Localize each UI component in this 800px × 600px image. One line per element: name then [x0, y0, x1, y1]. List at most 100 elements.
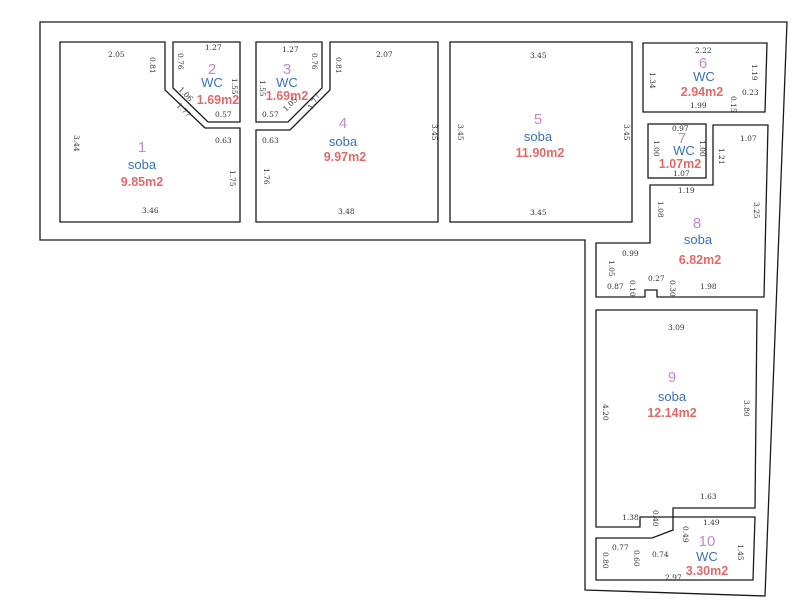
- room-1-label: 1 soba 9.85m2: [121, 139, 163, 189]
- room-2-number: 2: [208, 61, 216, 78]
- room-6-number: 6: [699, 55, 707, 72]
- dim-label: 3.45: [530, 208, 547, 217]
- dim-label: 0.57: [262, 110, 279, 119]
- room-3-outline: [255, 41, 323, 123]
- room-7-number: 7: [678, 130, 686, 147]
- dim-label: 1.00: [698, 140, 707, 157]
- room-8-area: 6.82m2: [679, 253, 721, 267]
- dim-label: 3.45: [430, 124, 439, 141]
- room-3-area: 1.69m2: [266, 89, 308, 103]
- dim-label: 1.05: [607, 260, 616, 277]
- dim-label: 1.77: [306, 92, 322, 111]
- dim-label: 1.98: [700, 282, 717, 291]
- room-8-label: 8 soba 6.82m2: [679, 215, 721, 267]
- dim-label: 3.80: [742, 400, 751, 417]
- dim-label: 0.99: [622, 249, 639, 258]
- room-4-label: 4 soba 9.97m2: [324, 115, 366, 164]
- room-2-name: WC: [201, 75, 223, 90]
- room-10-name: WC: [696, 549, 718, 564]
- dim-label: 1.19: [750, 64, 759, 81]
- room-1-area: 9.85m2: [121, 175, 163, 189]
- dim-label: 4.20: [601, 404, 610, 421]
- room-2-area: 1.69m2: [197, 93, 239, 107]
- dim-label: 0.30: [668, 280, 677, 297]
- dim-label: 0.49: [681, 526, 690, 543]
- room-7-name: WC: [673, 143, 695, 158]
- dim-label: 0.40: [651, 510, 660, 527]
- dim-label: 0.77: [612, 543, 629, 552]
- room-7-area: 1.07m2: [659, 157, 701, 171]
- dim-label: 2.07: [376, 50, 393, 59]
- room-9-name: soba: [658, 389, 687, 404]
- room-6-name: WC: [693, 69, 715, 84]
- room-9-number: 9: [668, 369, 676, 386]
- room-9-label: 9 soba 12.14m2: [647, 369, 696, 420]
- dim-label: 1.21: [717, 148, 726, 165]
- room-10-number: 10: [699, 533, 716, 550]
- room-5-number: 5: [534, 111, 542, 128]
- room-3-label: 3 WC 1.69m2: [266, 61, 308, 103]
- dim-label: 1.19: [678, 186, 695, 195]
- dim-label: 1.55: [258, 80, 267, 97]
- dim-label: 0.81: [148, 57, 157, 74]
- dim-label: 3.48: [338, 207, 355, 216]
- room-4-area: 9.97m2: [324, 150, 366, 164]
- room-7-label: 7 WC 1.07m2: [659, 130, 701, 171]
- dim-label: 0.76: [176, 53, 185, 70]
- dim-label: 3.45: [530, 51, 547, 60]
- dim-label: 1.75: [228, 170, 237, 187]
- dim-label: 0.63: [262, 136, 279, 145]
- dim-label: 3.46: [142, 206, 159, 215]
- room-6-area: 2.94m2: [681, 85, 723, 99]
- room-6-label: 6 WC 2.94m2: [681, 55, 723, 99]
- dim-label: 0.63: [215, 136, 232, 145]
- dim-label: 3.44: [72, 135, 81, 152]
- room-4-outline: [255, 41, 439, 223]
- dim-label: 1.63: [700, 492, 717, 501]
- room-4-name: soba: [329, 134, 358, 149]
- room-3-name: WC: [276, 75, 298, 90]
- room-8-name: soba: [684, 232, 713, 247]
- dim-label: 0.81: [334, 57, 343, 74]
- dim-label: 2.22: [695, 46, 712, 55]
- dim-label: 0.15: [729, 96, 738, 113]
- room-6-outline: [642, 42, 768, 113]
- dim-label: 1.27: [282, 45, 299, 54]
- dim-label: 0.74: [652, 550, 669, 559]
- dim-label: 0.97: [672, 124, 689, 133]
- dim-label: 0.60: [632, 550, 641, 567]
- room-5-label: 5 soba 11.90m2: [516, 111, 565, 160]
- dim-label: 0.80: [601, 552, 610, 569]
- dim-label: 1.38: [622, 513, 639, 522]
- room-10-area: 3.30m2: [686, 564, 728, 578]
- room-5-name: soba: [524, 129, 553, 144]
- dim-label: 1.00: [652, 140, 661, 157]
- room-8-outline: [595, 124, 769, 298]
- dim-label: 1.99: [690, 101, 707, 110]
- dim-label: 0.10: [628, 280, 637, 297]
- room-5-outline: [449, 41, 633, 223]
- dim-label: 1.49: [703, 518, 720, 527]
- room-4-number: 4: [339, 115, 347, 132]
- dim-label: 3.25: [752, 202, 761, 219]
- dim-label: 1.45: [736, 544, 745, 561]
- room-9-area: 12.14m2: [647, 406, 696, 420]
- room-8-number: 8: [693, 215, 701, 232]
- dim-label: 2.05: [108, 50, 125, 59]
- dim-label: 0.27: [648, 274, 665, 283]
- dim-label: 3.45: [622, 124, 631, 141]
- dim-label: 0.87: [607, 282, 624, 291]
- room-1-outline: [59, 41, 241, 223]
- dim-label: 0.76: [310, 53, 319, 70]
- room-1-name: soba: [128, 157, 157, 172]
- room-2-outline: [172, 41, 241, 123]
- room-5-area: 11.90m2: [516, 146, 565, 160]
- dim-label: 0.23: [742, 88, 759, 97]
- dim-label: 1.34: [648, 72, 657, 89]
- dim-label: 0.57: [215, 110, 232, 119]
- dim-label: 1.55: [230, 78, 239, 95]
- room-2-label: 2 WC 1.69m2: [197, 61, 239, 107]
- room-10-outline: [595, 516, 756, 581]
- dim-label: 1.27: [205, 43, 222, 52]
